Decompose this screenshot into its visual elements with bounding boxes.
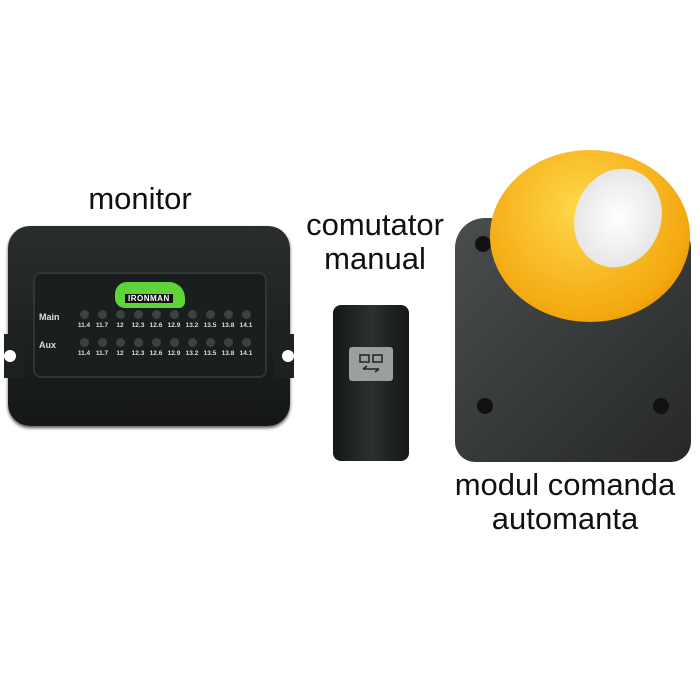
aux-row-label: Aux bbox=[39, 340, 57, 350]
voltage-value: 13.5 bbox=[203, 350, 217, 357]
led-indicator: 13.2 bbox=[183, 310, 201, 329]
led-indicator: 12.9 bbox=[165, 338, 183, 357]
led-dot bbox=[169, 310, 179, 319]
switch-window bbox=[349, 347, 393, 381]
module-label-line2: automanta bbox=[487, 502, 643, 536]
voltage-value: 12.6 bbox=[149, 350, 163, 357]
led-indicator: 14.1 bbox=[237, 338, 255, 357]
voltage-value: 13.2 bbox=[185, 322, 199, 329]
voltage-value: 11.4 bbox=[77, 350, 91, 357]
led-indicator: 12.3 bbox=[129, 338, 147, 357]
voltage-value: 13.5 bbox=[203, 322, 217, 329]
led-indicator: 13.5 bbox=[201, 338, 219, 357]
led-dot bbox=[241, 338, 251, 347]
led-dot bbox=[133, 338, 143, 347]
led-indicator: 13.8 bbox=[219, 310, 237, 329]
led-indicator: 11.4 bbox=[75, 310, 93, 329]
led-indicator: 11.7 bbox=[93, 310, 111, 329]
voltage-value: 12.9 bbox=[167, 322, 181, 329]
led-dot bbox=[223, 310, 233, 319]
led-dot bbox=[187, 310, 197, 319]
voltage-value: 14.1 bbox=[239, 350, 253, 357]
led-indicator: 12.9 bbox=[165, 310, 183, 329]
monitor-label: monitor bbox=[70, 182, 210, 216]
voltage-value: 12.3 bbox=[131, 350, 145, 357]
led-dot bbox=[151, 310, 161, 319]
led-indicator: 12 bbox=[111, 310, 129, 329]
voltage-value: 13.8 bbox=[221, 350, 235, 357]
switch-label-line2: manual bbox=[320, 242, 430, 276]
ironman-logo: IRONMAN bbox=[115, 282, 185, 308]
led-indicator: 13.8 bbox=[219, 338, 237, 357]
led-dot bbox=[97, 338, 107, 347]
led-indicator: 13.2 bbox=[183, 338, 201, 357]
mount-ear-left bbox=[4, 334, 24, 378]
mount-ear-right bbox=[274, 334, 294, 378]
aux-led-row: 11.4 11.7 12 12.3 12.6 12.9 13.2 13.5 13.8 14.1 bbox=[75, 338, 255, 357]
main-led-row: 11.4 11.7 12 12.3 12.6 12.9 13.2 13.5 13.8 14.1 bbox=[75, 310, 255, 329]
led-indicator: 12.6 bbox=[147, 310, 165, 329]
led-dot bbox=[169, 338, 179, 347]
manual-switch[interactable] bbox=[333, 305, 409, 461]
voltage-value: 14.1 bbox=[239, 322, 253, 329]
led-indicator: 14.1 bbox=[237, 310, 255, 329]
led-indicator: 12.6 bbox=[147, 338, 165, 357]
module-label-line1: modul comanda bbox=[450, 468, 680, 502]
led-dot bbox=[79, 310, 89, 319]
monitor-label-text: monitor bbox=[84, 182, 196, 216]
led-dot bbox=[151, 338, 161, 347]
led-indicator: 11.7 bbox=[93, 338, 111, 357]
voltage-value: 12.6 bbox=[149, 322, 163, 329]
led-indicator: 12.3 bbox=[129, 310, 147, 329]
led-dot bbox=[205, 338, 215, 347]
led-dot bbox=[115, 310, 125, 319]
voltage-value: 12 bbox=[116, 322, 124, 329]
led-dot bbox=[79, 338, 89, 347]
led-indicator: 13.5 bbox=[201, 310, 219, 329]
led-dot bbox=[223, 338, 233, 347]
switch-label-line1: comutator bbox=[302, 208, 448, 242]
led-dot bbox=[115, 338, 125, 347]
switch-label: comutator manual bbox=[290, 208, 460, 276]
led-dot bbox=[133, 310, 143, 319]
voltage-value: 13.2 bbox=[185, 350, 199, 357]
voltage-value: 11.7 bbox=[95, 322, 109, 329]
led-dot bbox=[241, 310, 251, 319]
voltage-value: 13.8 bbox=[221, 322, 235, 329]
voltage-value: 11.7 bbox=[95, 350, 109, 357]
voltage-value: 12 bbox=[116, 350, 124, 357]
voltage-value: 12.9 bbox=[167, 350, 181, 357]
led-dot bbox=[187, 338, 197, 347]
module-label: modul comanda automanta bbox=[430, 468, 700, 536]
voltage-value: 11.4 bbox=[77, 322, 91, 329]
led-indicator: 11.4 bbox=[75, 338, 93, 357]
battery-switch-icon bbox=[359, 354, 383, 373]
led-dot bbox=[205, 310, 215, 319]
main-row-label: Main bbox=[39, 312, 60, 322]
voltage-value: 12.3 bbox=[131, 322, 145, 329]
led-dot bbox=[97, 310, 107, 319]
led-indicator: 12 bbox=[111, 338, 129, 357]
